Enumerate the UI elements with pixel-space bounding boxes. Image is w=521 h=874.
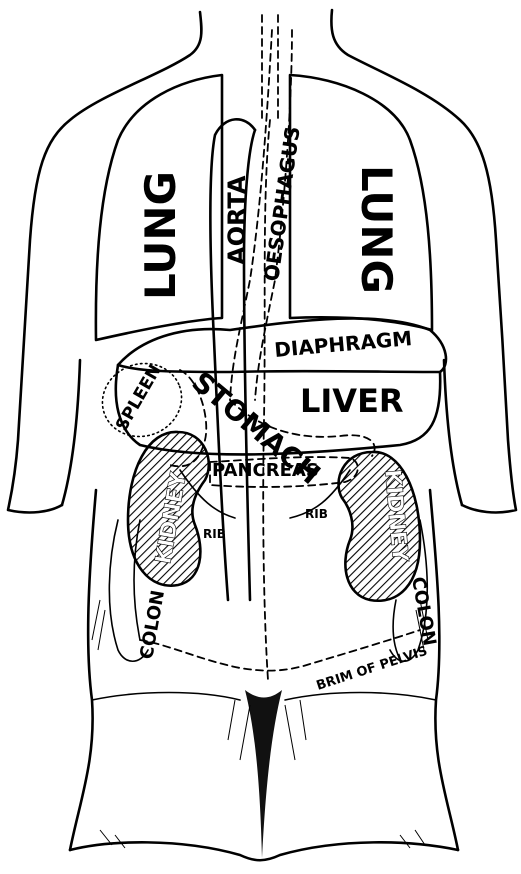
label-liver: LIVER <box>300 382 404 420</box>
label-colon-right: COLON <box>407 575 440 647</box>
label-rib-right: RIB <box>305 507 328 521</box>
label-rib-left: RIB <box>203 527 226 541</box>
label-spleen: SPLEEN <box>112 361 166 434</box>
label-aorta: AORTA <box>223 175 251 265</box>
label-pancreas: PANCREAS <box>212 460 319 481</box>
label-colon-left: COLON <box>136 589 169 661</box>
label-lung-right: LUNG <box>352 165 401 294</box>
label-diaphragm: DIAPHRAGM <box>273 326 413 362</box>
label-brim-of-pelvis: BRIM OF PELVIS <box>315 644 430 694</box>
label-lung-left: LUNG <box>136 171 185 300</box>
